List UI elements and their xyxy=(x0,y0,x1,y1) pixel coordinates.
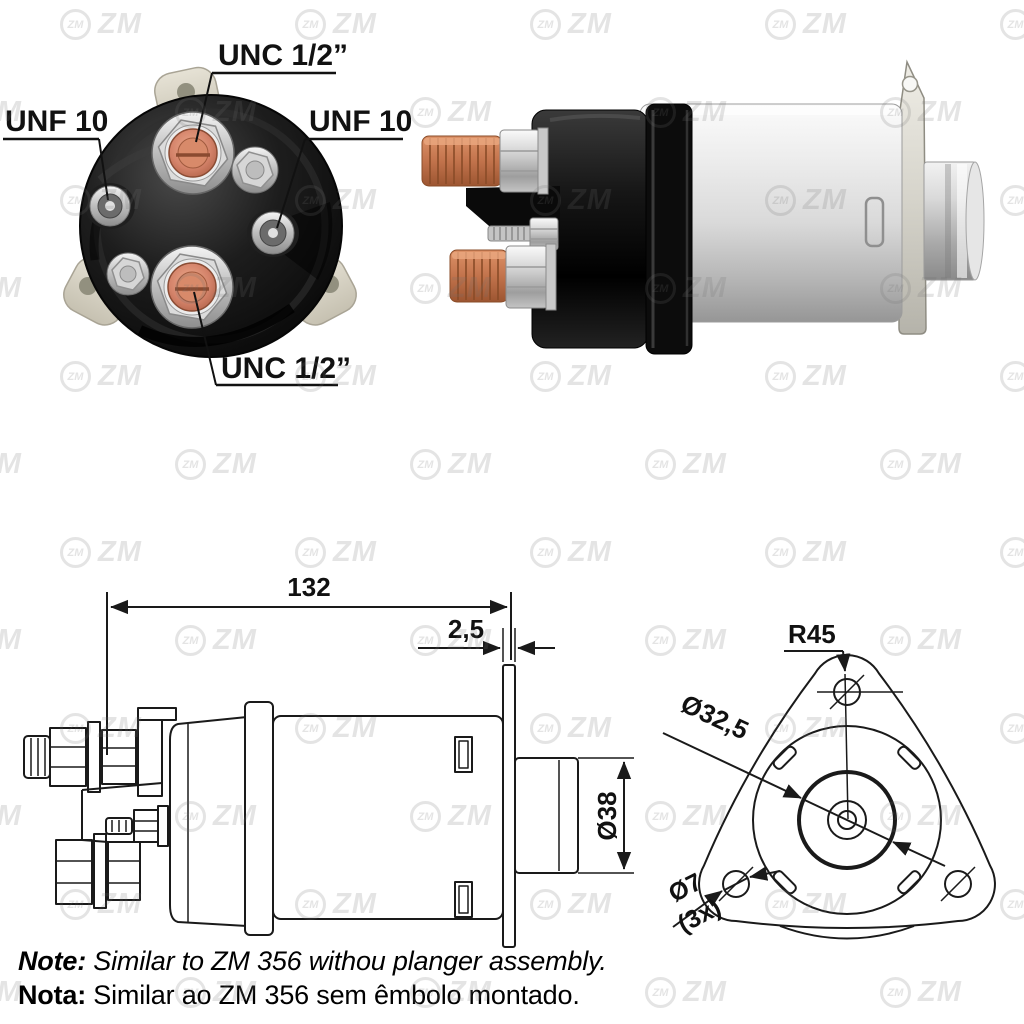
note-en: Note: Similar to ZM 356 withou planger a… xyxy=(18,944,778,978)
side-view-photo xyxy=(421,59,985,355)
dim-d325-label: Ø32,5 xyxy=(676,688,753,745)
drawing-cap xyxy=(169,716,248,927)
note-pt-label: Nota: xyxy=(18,980,86,1010)
dim-length: 132 xyxy=(106,572,512,755)
callout-unc-top: UNC 1/2” xyxy=(195,39,348,143)
callout-unf-left: UNF 10 xyxy=(3,105,109,201)
label-unf-left: UNF 10 xyxy=(5,105,108,138)
drawing-stud-bottom xyxy=(55,833,141,909)
zm-logo-text: ZM xyxy=(0,448,22,481)
rear-view-drawing: R45 Ø32,5 Ø7 (3x) xyxy=(662,619,996,940)
flange-bottom-tab xyxy=(779,925,915,940)
zm-logo-circle-icon: ZM xyxy=(175,449,206,480)
body-slot xyxy=(864,196,885,248)
dim-r45-label: R45 xyxy=(788,619,836,649)
front-boss xyxy=(923,161,985,281)
hex-screw-top-right xyxy=(231,146,279,194)
notes-block: Note: Similar to ZM 356 withou planger a… xyxy=(18,944,778,1012)
zm-logo-text: ZM xyxy=(568,8,612,40)
side-view-drawing: 132 2,5 Ø38 xyxy=(23,572,634,948)
zm-logo-text: ZM xyxy=(918,448,962,480)
dim-boss-diameter: Ø38 xyxy=(578,757,634,874)
dim-mount-radius: R45 xyxy=(784,619,851,820)
dim-length-label: 132 xyxy=(287,572,330,602)
label-unc-bottom: UNC 1/2” xyxy=(221,352,351,385)
rear-view-photo: UNC 1/2” UNF 10 UNF 10 UNC 1/2” xyxy=(3,39,412,387)
note-pt: Nota: Similar ao ZM 356 sem êmbolo monta… xyxy=(18,978,778,1012)
copper-stud-top xyxy=(421,127,549,195)
note-en-label: Note: xyxy=(18,946,86,976)
drawing-collar xyxy=(244,701,274,936)
terminal-unf-left xyxy=(85,183,135,229)
label-unf-right: UNF 10 xyxy=(309,105,412,138)
dim-flange-thickness: 2,5 xyxy=(418,614,555,662)
zm-logo-circle-icon: ZM xyxy=(880,977,911,1008)
callout-unf-right: UNF 10 xyxy=(276,105,412,229)
drawing-slot-lower xyxy=(454,881,473,918)
hex-screw-bottom-left xyxy=(106,252,150,296)
drawing-stud-top xyxy=(23,707,177,797)
mounting-flange xyxy=(898,59,927,335)
zm-logo-circle-icon: ZM xyxy=(1000,9,1024,40)
solenoid-body xyxy=(639,103,903,323)
zm-logo-circle-icon: ZM xyxy=(765,537,796,568)
note-en-text: Similar to ZM 356 withou planger assembl… xyxy=(86,946,607,976)
circle-slots xyxy=(772,745,922,895)
zm-logo-text: ZM xyxy=(448,448,492,480)
terminal-unc-bottom xyxy=(150,245,234,329)
zm-logo-circle-icon: ZM xyxy=(880,449,911,480)
drawing-stud-middle xyxy=(105,805,169,847)
zm-logo-circle-icon: ZM xyxy=(1000,537,1024,568)
solenoid-rear-face xyxy=(79,94,343,358)
zm-logo-text: ZM xyxy=(683,448,727,480)
flange-hole xyxy=(901,75,919,93)
zm-logo-text: ZM xyxy=(803,8,847,40)
zm-logo-text: ZM xyxy=(918,976,962,1008)
drawing-slot-upper xyxy=(454,736,473,773)
terminal-unf-right xyxy=(247,209,299,257)
drawing-boss xyxy=(514,757,579,874)
drawing-flange xyxy=(502,664,516,948)
terminal-unc-top xyxy=(151,111,235,195)
dim-boss-label: Ø38 xyxy=(592,791,622,840)
zm-logo-circle-icon: ZM xyxy=(765,9,796,40)
zm-logo-text: ZM xyxy=(803,536,847,568)
dim-flange-label: 2,5 xyxy=(448,614,484,644)
callout-unc-bottom: UNC 1/2” xyxy=(193,291,351,387)
zm-logo-text: ZM xyxy=(213,448,257,480)
copper-stud-bottom xyxy=(449,243,557,311)
label-unc-top: UNC 1/2” xyxy=(218,39,348,72)
black-cap xyxy=(531,103,693,355)
note-pt-text: Similar ao ZM 356 sem êmbolo montado. xyxy=(86,980,580,1010)
zm-logo-circle-icon: ZM xyxy=(410,449,441,480)
small-stud-middle xyxy=(487,217,559,251)
zm-logo-circle-icon: ZM xyxy=(530,9,561,40)
zm-logo-circle-icon: ZM xyxy=(645,449,676,480)
